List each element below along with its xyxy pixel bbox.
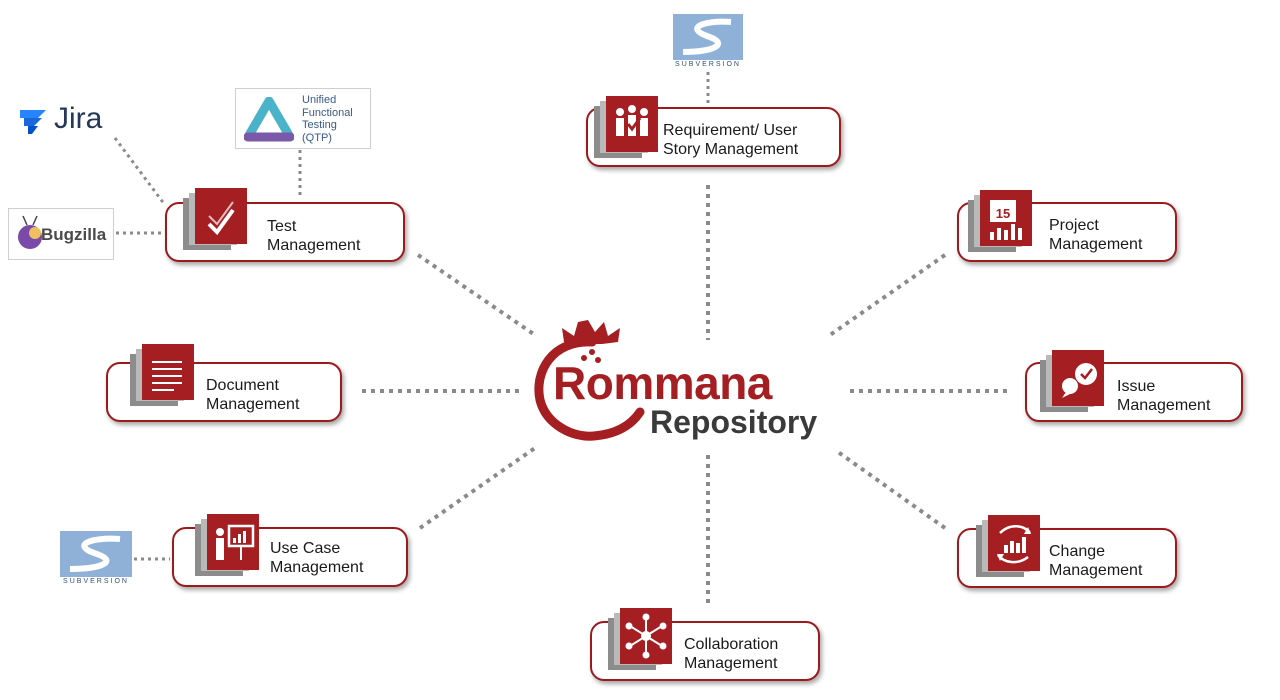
collaboration-icon-tile [608, 608, 676, 670]
brand-subtitle: Repository [650, 404, 818, 440]
jira-label: Jira [54, 102, 103, 135]
chat-bubbles-icon [1062, 363, 1097, 398]
connector-test [416, 253, 537, 337]
document-label: Document Management [206, 377, 300, 413]
document-icon-tile [130, 344, 198, 406]
subversion-logo-top: SUBVERSION [673, 14, 743, 70]
subversion-left-label: SUBVERSION [63, 578, 129, 585]
issue-icon-tile [1040, 350, 1108, 412]
presenter-icon [216, 524, 255, 560]
issue-label: Issue Management [1117, 378, 1211, 414]
jira-logo: Jira [16, 100, 116, 140]
change-icon-tile [976, 515, 1044, 577]
usecase-label: Use Case Management [270, 540, 364, 576]
qtp-logo: Unified Functional Testing (QTP) [235, 88, 371, 149]
bugzilla-logo: Bugzilla [8, 208, 114, 260]
subversion-logo-left: SUBVERSION [60, 531, 132, 587]
brand-name: Rommana [553, 357, 772, 409]
requirement-icon-tile [594, 96, 662, 158]
test-icon-tile [183, 188, 251, 250]
documents-icon [152, 361, 182, 391]
pomegranate-icon [534, 320, 645, 441]
project-label: Project Management [1049, 217, 1143, 253]
change-label: Change Management [1049, 543, 1143, 579]
cycle-chart-icon [997, 525, 1031, 564]
usecase-icon-tile [195, 514, 263, 576]
bugzilla-icon [18, 215, 42, 249]
collaboration-label: Collaboration Management [684, 636, 779, 672]
subversion-icon [682, 18, 732, 55]
test-label: Test Management [267, 218, 361, 254]
requirement-label: Requirement/ User Story Management [663, 122, 799, 158]
team-check-icon [616, 105, 648, 136]
qtp-label: Unified Functional Testing (QTP) [302, 94, 353, 144]
subversion-icon [69, 535, 121, 572]
connector-change [836, 450, 947, 530]
document-check-icon [207, 201, 235, 236]
subversion-top-label: SUBVERSION [675, 61, 741, 68]
connector-project [828, 253, 947, 337]
calendar-day: 15 [996, 206, 1010, 221]
jira-icon [20, 110, 46, 134]
connector-jira [113, 137, 167, 206]
connector-usecase [418, 446, 537, 530]
calendar-chart-icon: 15 [990, 200, 1022, 240]
project-icon-tile: 15 [968, 190, 1036, 252]
bugzilla-label: Bugzilla [41, 225, 107, 244]
collaboration-node[interactable]: Collaboration Management [590, 621, 820, 681]
network-icon [625, 613, 667, 659]
qtp-icon [244, 97, 294, 142]
